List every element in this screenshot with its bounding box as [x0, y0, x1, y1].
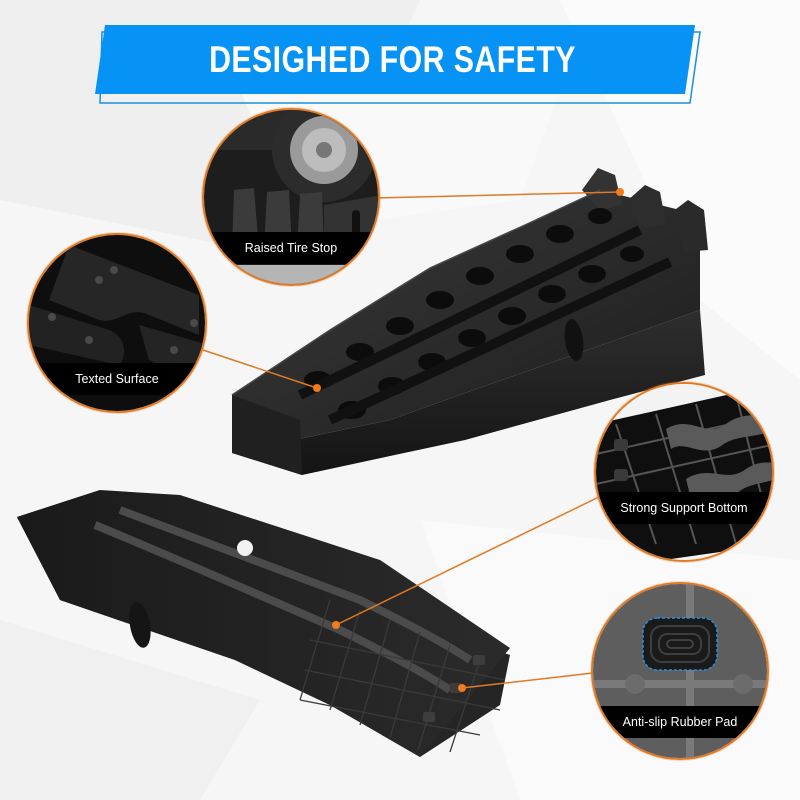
ramp-bottom-view [17, 490, 510, 757]
title-banner: DESIGHED FOR SAFETY [0, 0, 800, 110]
callout-raised-tire-stop: Raised Tire Stop [202, 108, 380, 286]
banner-title: DESIGHED FOR SAFETY [209, 39, 576, 80]
banner-shape [95, 25, 701, 104]
callout-anti-slip-rubber-pad: Anti-slip Rubber Pad [591, 582, 769, 760]
callout-label: Raised Tire Stop [204, 232, 378, 264]
callout-connectors [202, 188, 624, 692]
callout-label: Anti-slip Rubber Pad [593, 706, 767, 738]
support-grid-closeup-icon [596, 384, 772, 560]
ramp-top-view [231, 168, 708, 475]
callout-label: Strong Support Bottom [596, 492, 772, 524]
callout-texted-surface: Texted Surface [27, 233, 207, 413]
callout-strong-support-bottom: Strong Support Bottom [594, 382, 774, 562]
callout-label: Texted Surface [29, 363, 205, 395]
